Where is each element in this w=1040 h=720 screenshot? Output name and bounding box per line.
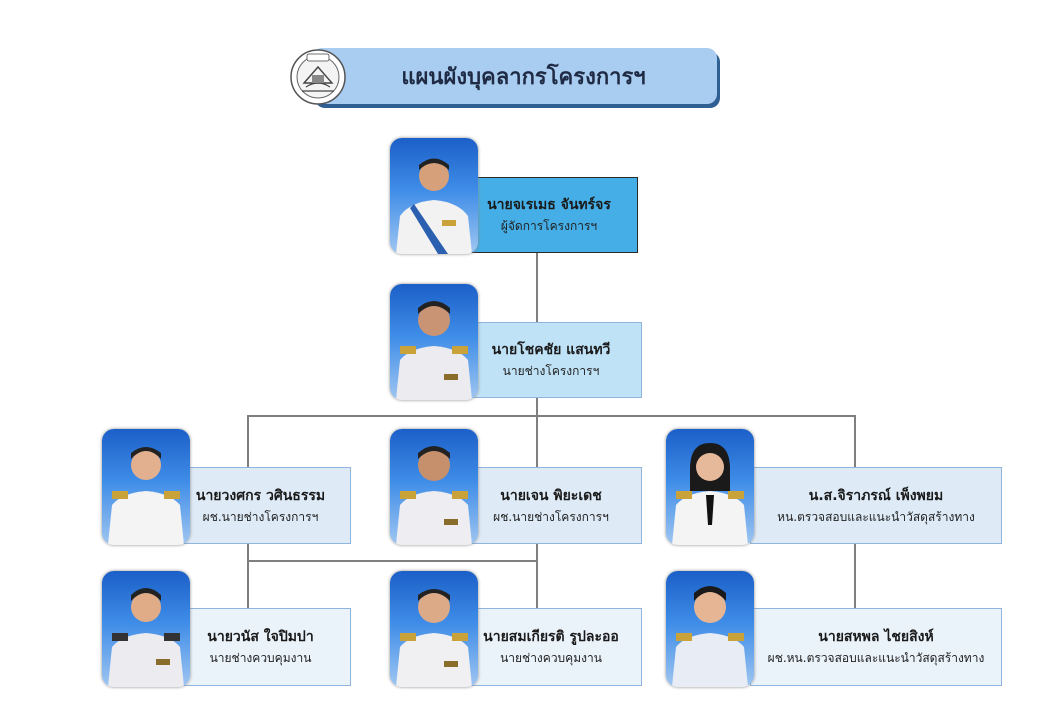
engineer-position: นายช่างโครงการฯ — [502, 364, 600, 378]
staff-position-4: นายช่างควบคุมงาน — [209, 651, 312, 665]
connector-middle-lower — [536, 543, 538, 608]
connector-engineer-down — [536, 397, 538, 467]
manager-position: ผู้จัดการโครงการฯ — [500, 219, 598, 233]
connector-manager-engineer — [536, 253, 538, 323]
chart-title: แผนผังบุคลากรโครงการฯ — [401, 64, 646, 90]
connector-branch-horizontal — [247, 415, 856, 417]
staff-photo-4 — [102, 571, 190, 687]
connector-lower-horizontal — [247, 560, 538, 562]
manager-name: นายจเรเมธ จันทร์จร — [487, 197, 611, 213]
staff-position-6: ผช.หน.ตรวจสอบและแนะนำวัสดุสร้างทาง — [767, 651, 985, 665]
title-banner — [312, 48, 717, 104]
staff-position-1: ผช.นายช่างโครงการฯ — [202, 509, 319, 524]
staff-photo-6 — [666, 571, 754, 687]
staff-position-2: ผช.นายช่างโครงการฯ — [493, 509, 609, 524]
staff-position-5: นายช่างควบคุมงาน — [500, 651, 602, 665]
staff-photo-2 — [390, 429, 478, 545]
staff-box-4: นายวนัส ใจปิมปา นายช่างควบคุมงาน — [170, 608, 351, 686]
staff-box-6: นายสหพล ไชยสิงห์ ผช.หน.ตรวจสอบและแนะนำวั… — [750, 608, 1002, 686]
manager-box: นายจเรเมธ จันทร์จร ผู้จัดการโครงการฯ — [460, 177, 638, 253]
engineer-name: นายโชคชัย แสนทวี — [491, 342, 611, 358]
connector-right-branch — [854, 415, 856, 467]
staff-name-5: นายสมเกียรติ รูปละออ — [483, 629, 619, 645]
engineer-box: นายโชคชัย แสนทวี นายช่างโครงการฯ — [460, 322, 642, 398]
staff-name-4: นายวนัส ใจปิมปา — [207, 629, 314, 645]
staff-box-5: นายสมเกียรติ รูปละออ นายช่างควบคุมงาน — [460, 608, 642, 686]
engineer-photo — [390, 284, 478, 400]
staff-box-3: น.ส.จิราภรณ์ เพ็งพยม หน.ตรวจสอบและแนะนำว… — [750, 467, 1002, 544]
staff-box-2: นายเจน พิยะเดช ผช.นายช่างโครงการฯ — [460, 467, 642, 544]
department-seal-logo — [290, 49, 346, 105]
staff-name-3: น.ส.จิราภรณ์ เพ็งพยม — [808, 487, 944, 504]
connector-right-lower — [854, 543, 856, 608]
staff-position-3: หน.ตรวจสอบและแนะนำวัสดุสร้างทาง — [777, 509, 975, 524]
staff-name-1: นายวงศกร วศินธรรม — [195, 487, 326, 504]
manager-photo — [390, 138, 478, 254]
staff-photo-5 — [390, 571, 478, 687]
staff-name-6: นายสหพล ไชยสิงห์ — [818, 629, 934, 645]
staff-photo-3 — [666, 429, 754, 545]
connector-left-lower — [247, 543, 249, 608]
staff-photo-1 — [102, 429, 190, 545]
staff-box-1: นายวงศกร วศินธรรม ผช.นายช่างโครงการฯ — [170, 467, 351, 544]
connector-left-branch — [247, 415, 249, 467]
staff-name-2: นายเจน พิยะเดช — [500, 487, 602, 504]
